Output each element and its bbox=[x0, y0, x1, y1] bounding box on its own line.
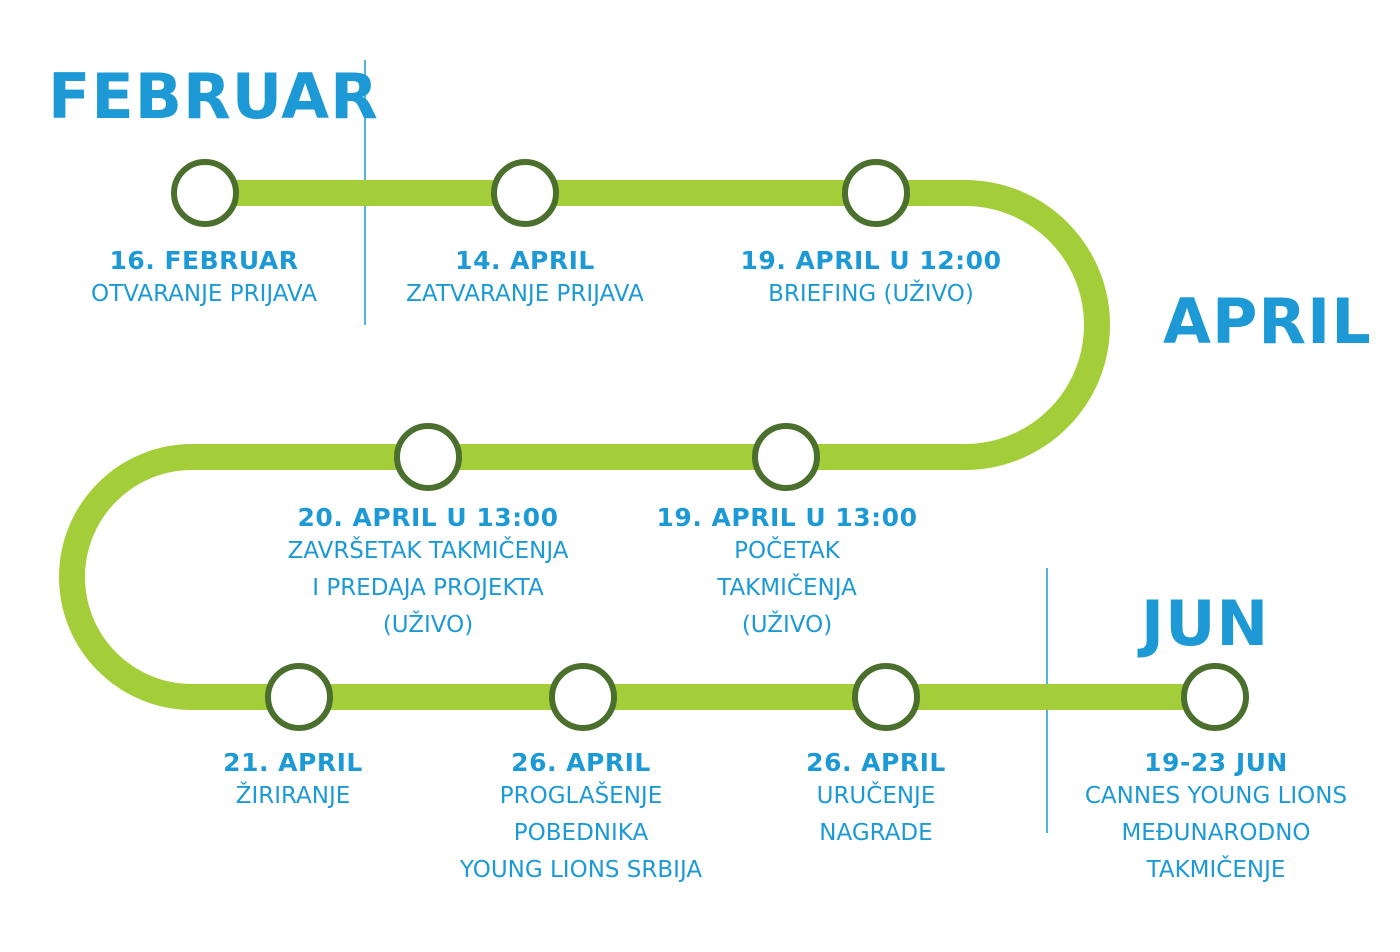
milestone-node bbox=[852, 663, 920, 731]
event-label: ZAVRŠETAK TAKMIČENJA I PREDAJA PROJEKTA … bbox=[287, 538, 569, 638]
milestone-node bbox=[842, 159, 910, 227]
event-date: 21. APRIL bbox=[223, 748, 363, 777]
milestone-node bbox=[752, 423, 820, 491]
event-zatvaranje-prijava: 14. APRIL ZATVARANJE PRIJAVA bbox=[375, 246, 675, 313]
milestone-node bbox=[549, 663, 617, 731]
milestone-node bbox=[491, 159, 559, 227]
timeline-track bbox=[59, 180, 1228, 710]
milestone-node bbox=[394, 423, 462, 491]
event-date: 19. APRIL U 13:00 bbox=[656, 503, 918, 532]
event-label: POČETAK TAKMIČENJA (UŽIVO) bbox=[717, 538, 857, 638]
milestone-node bbox=[1181, 663, 1249, 731]
month-heading-jun: JUN bbox=[1141, 587, 1270, 660]
month-heading-april: APRIL bbox=[1163, 285, 1372, 358]
event-label: CANNES YOUNG LIONS MEĐUNARODNO TAKMIČENJ… bbox=[1084, 783, 1348, 883]
event-otvaranje-prijava: 16. FEBRUAR OTVARANJE PRIJAVA bbox=[64, 246, 344, 313]
milestone-node bbox=[171, 159, 239, 227]
event-ziriranje: 21. APRIL ŽIRIRANJE bbox=[188, 748, 398, 815]
event-date: 19-23 JUN bbox=[1144, 748, 1288, 777]
event-briefing: 19. APRIL U 12:00 BRIEFING (UŽIVO) bbox=[731, 246, 1011, 313]
event-label: URUČENJE NAGRADE bbox=[816, 783, 936, 846]
milestone-node bbox=[265, 663, 333, 731]
event-label: ZATVARANJE PRIJAVA bbox=[406, 281, 644, 307]
event-urucenje-nagrade: 26. APRIL URUČENJE NAGRADE bbox=[776, 748, 976, 852]
event-date: 20. APRIL U 13:00 bbox=[297, 503, 559, 532]
event-date: 14. APRIL bbox=[455, 246, 595, 275]
event-date: 16. FEBRUAR bbox=[109, 246, 299, 275]
event-label: ŽIRIRANJE bbox=[235, 783, 351, 809]
event-cannes-young-lions: 19-23 JUN CANNES YOUNG LIONS MEĐUNARODNO… bbox=[1056, 748, 1376, 889]
event-label: BRIEFING (UŽIVO) bbox=[768, 281, 974, 307]
event-label: PROGLAŠENJE POBEDNIKA YOUNG LIONS SRBIJA bbox=[459, 783, 703, 883]
event-date: 19. APRIL U 12:00 bbox=[740, 246, 1002, 275]
event-proglasenje-pobednika: 26. APRIL PROGLAŠENJE POBEDNIKA YOUNG LI… bbox=[431, 748, 731, 889]
event-zavrsetak-takmicenja: 20. APRIL U 13:00 ZAVRŠETAK TAKMIČENJA I… bbox=[263, 503, 593, 644]
event-label: OTVARANJE PRIJAVA bbox=[90, 281, 318, 307]
event-date: 26. APRIL bbox=[806, 748, 946, 777]
month-heading-februar: FEBRUAR bbox=[48, 60, 379, 133]
event-date: 26. APRIL bbox=[511, 748, 651, 777]
event-pocetak-takmicenja: 19. APRIL U 13:00 POČETAK TAKMIČENJA (UŽ… bbox=[647, 503, 927, 644]
